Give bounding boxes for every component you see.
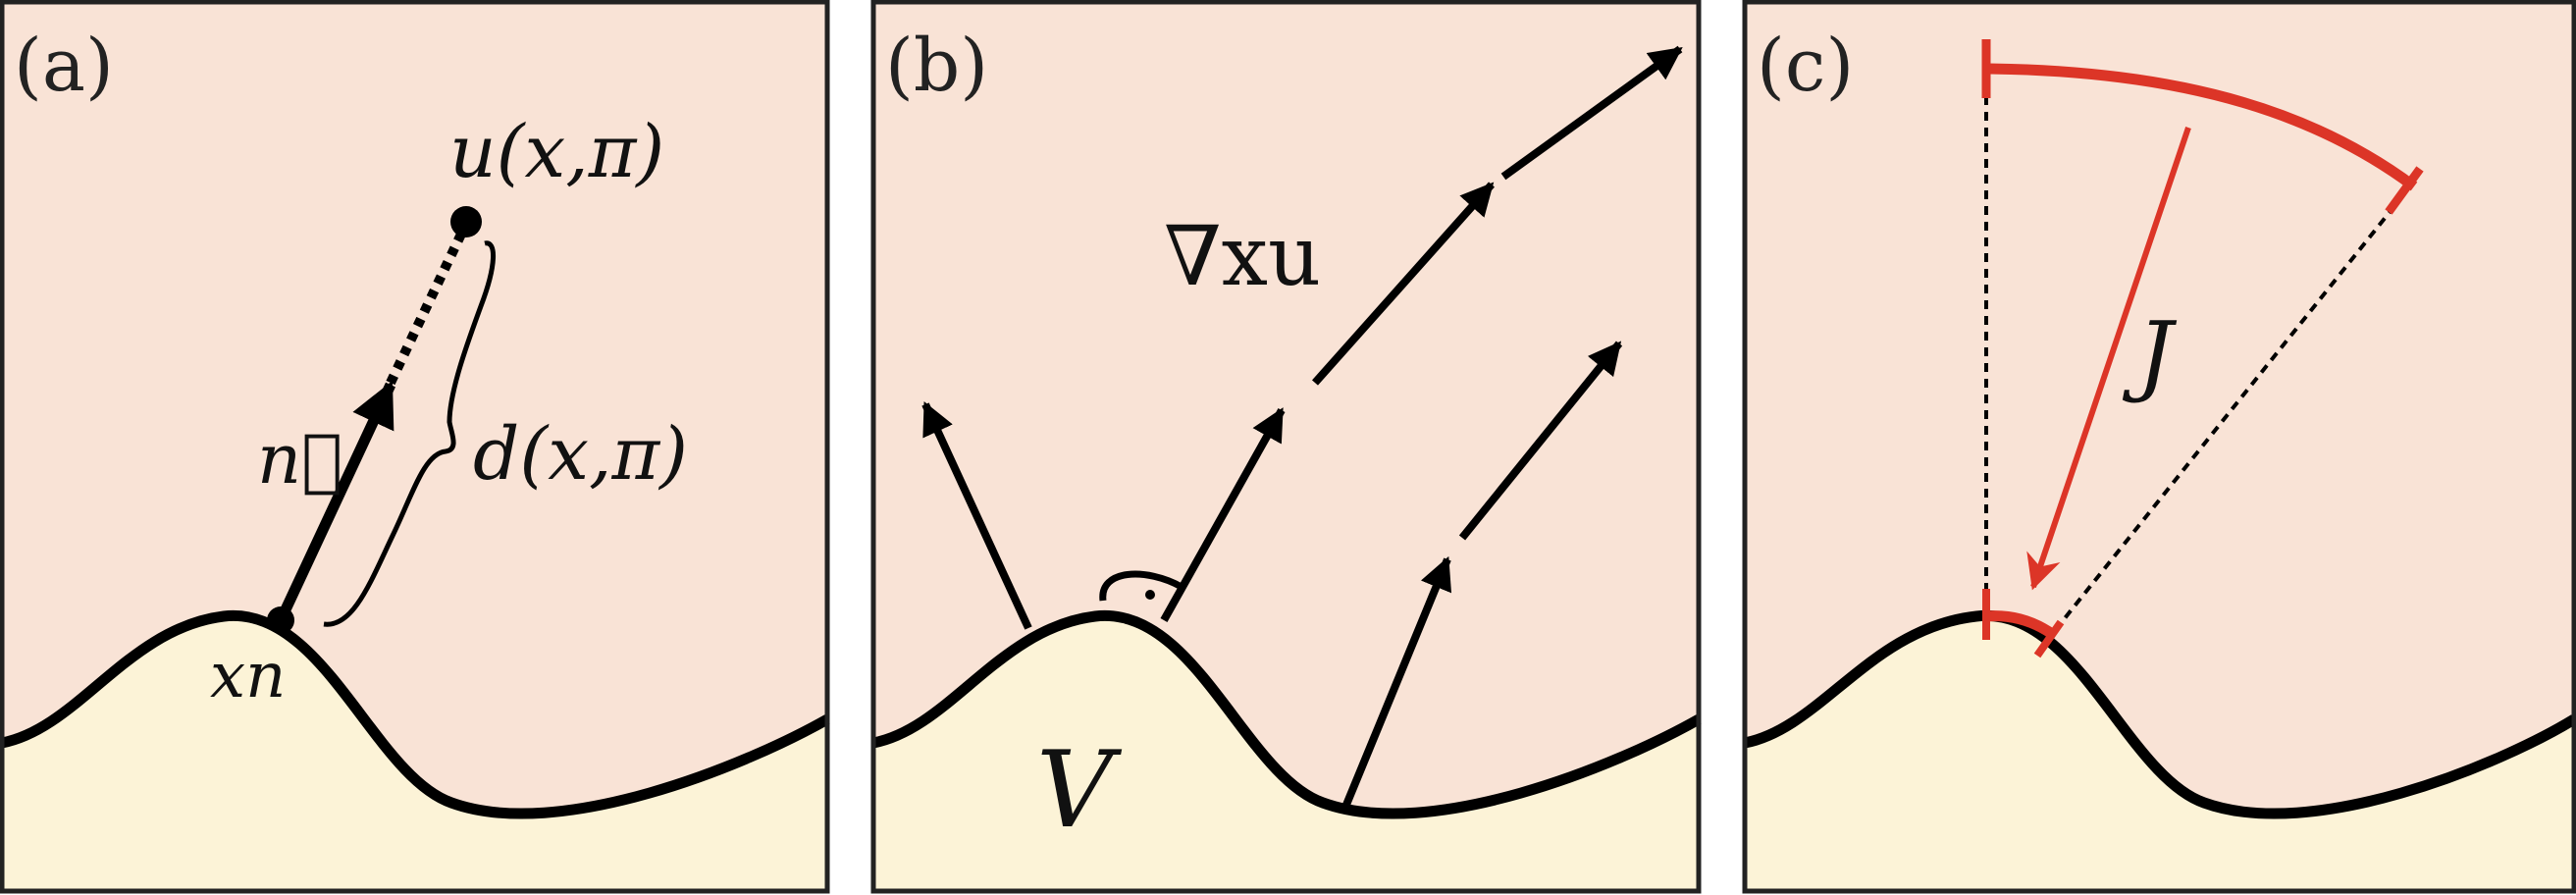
- point-u-label: u(x,π): [449, 110, 664, 194]
- separator-ab: [830, 0, 871, 895]
- right-angle-dot: [1145, 590, 1155, 600]
- upper-arc-end-cap: [2385, 166, 2424, 215]
- lower-arc-end-right: [2033, 619, 2065, 658]
- panel-a: (a) u(x,π) n⃗ d(x,π) xn: [0, 0, 830, 894]
- panel-a-frame: [0, 0, 830, 894]
- gradient-arrow-4: [1342, 555, 1452, 807]
- projection-line-right: [2047, 204, 2396, 640]
- panel-a-label: (a): [14, 24, 114, 108]
- lower-extent-arc: [1985, 610, 2059, 641]
- separator-bc: [1702, 0, 1743, 895]
- right-angle-symbol: [1099, 570, 1183, 602]
- panel-c-surface-curve: [1743, 610, 2576, 819]
- normal-arrow-left: [921, 400, 1032, 630]
- panel-b: (b) ∇xu V: [870, 0, 1702, 894]
- gradient-arrow-2: [1312, 182, 1495, 386]
- panel-a-solid-region: [2, 615, 827, 891]
- volume-label: V: [1036, 729, 1123, 852]
- panel-b-solid-region: [873, 615, 1699, 891]
- panel-b-surface-curve: [871, 610, 1702, 819]
- panel-b-frame: [870, 0, 1702, 894]
- panel-c-label: (c): [1757, 24, 1854, 108]
- gradient-arrow-5: [1458, 341, 1623, 541]
- jacobian-arrow: [2026, 127, 2191, 591]
- point-u: [450, 206, 482, 237]
- distance-label: d(x,π): [473, 412, 688, 497]
- distance-dotted-line: [386, 223, 470, 386]
- panel-a-surface-curve: [0, 610, 830, 819]
- panel-c: (c) J: [1742, 0, 2576, 894]
- gradient-arrow-1: [1160, 407, 1286, 622]
- distance-brace: [323, 240, 496, 627]
- foot-label: xn: [210, 640, 286, 712]
- gradient-arrow-3: [1500, 45, 1683, 181]
- panel-b-label: (b): [885, 24, 988, 108]
- gradient-label: ∇xu: [1164, 208, 1321, 304]
- foot-point: [267, 606, 294, 634]
- panel-c-frame: [1742, 0, 2576, 894]
- normal-label: n⃗: [257, 419, 342, 500]
- upper-extent-arc: [1985, 63, 2418, 191]
- panel-c-solid-region: [1745, 615, 2574, 891]
- normal-arrow: [276, 380, 395, 623]
